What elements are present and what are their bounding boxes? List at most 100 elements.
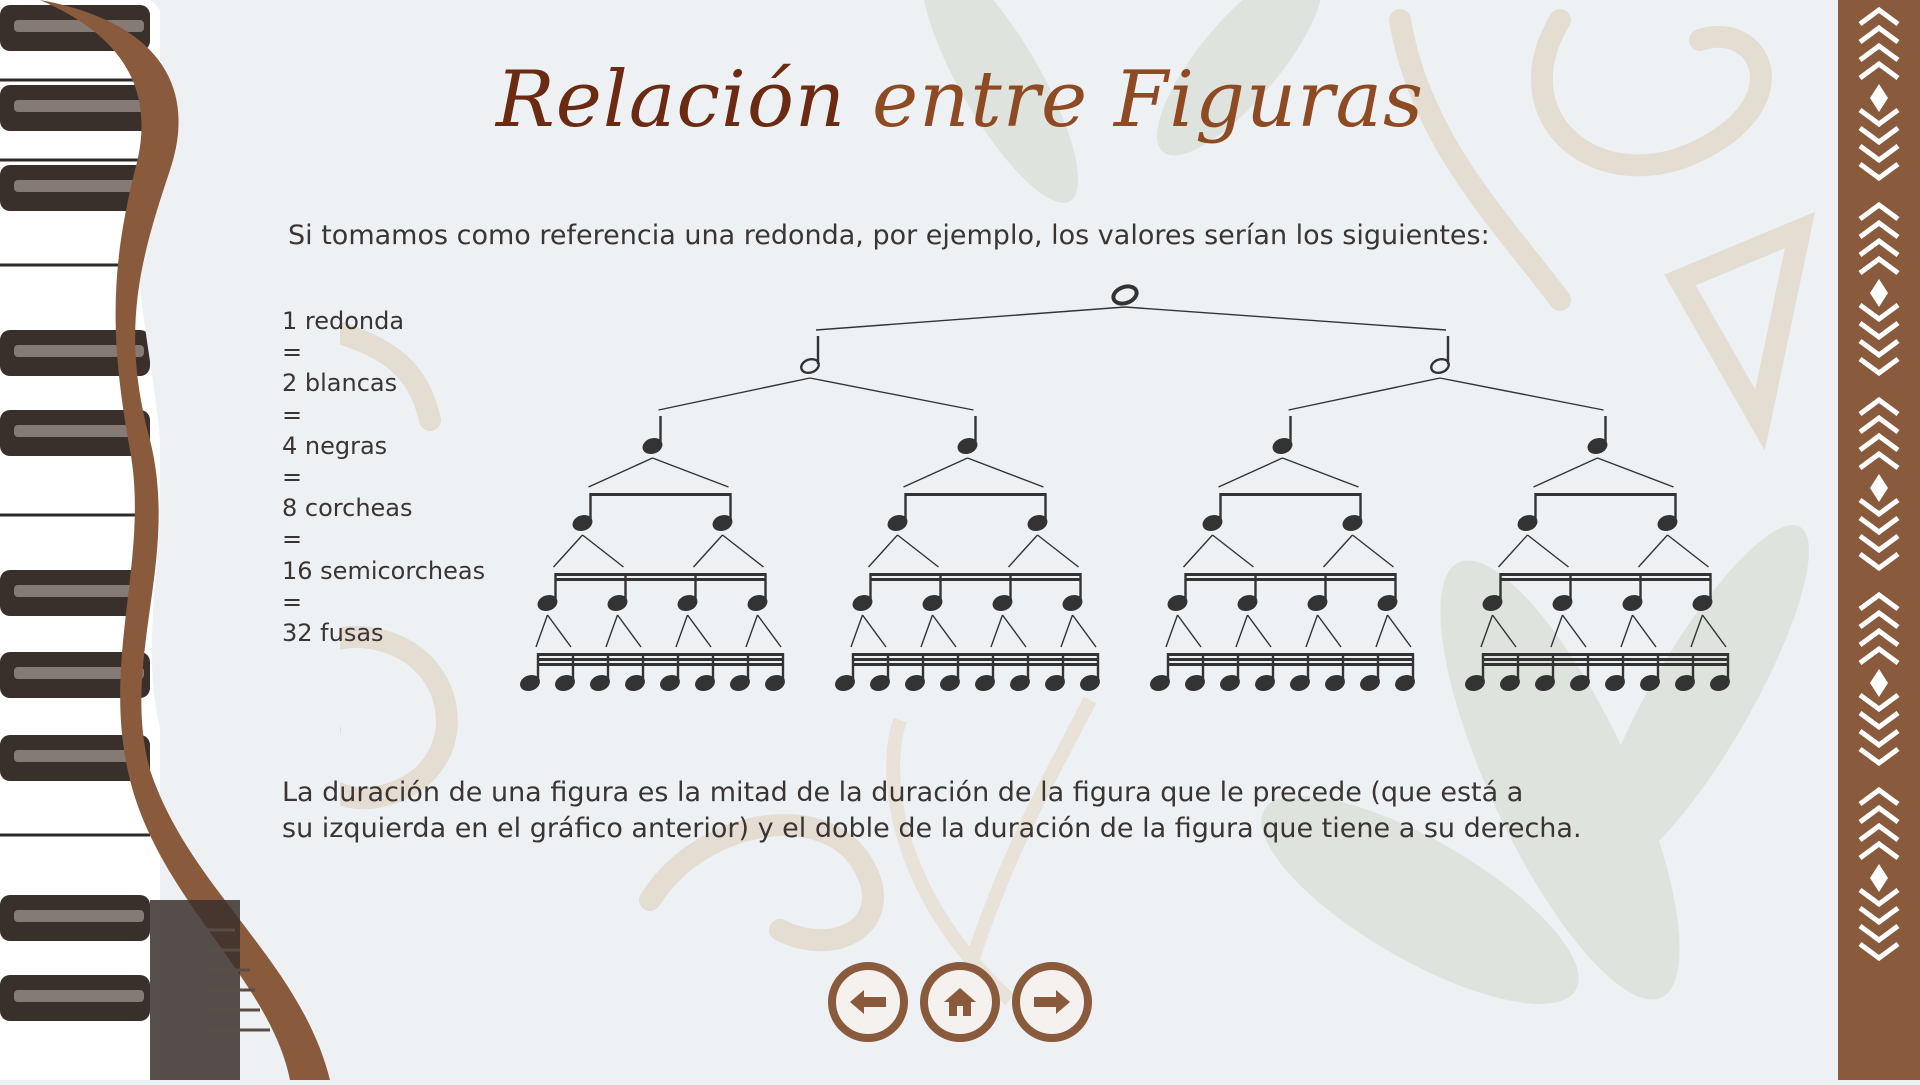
redonda-note-head [1111,284,1139,306]
diamond-ornament [1870,669,1888,697]
fusa-beam [538,658,783,661]
fusa-beam [853,663,1098,666]
tree-branch [552,534,584,568]
arrow-left-icon [850,990,886,1014]
tree-branch [616,614,642,648]
tree-branch [588,457,653,488]
tree-branch [1480,614,1494,648]
fusa-beam [1168,653,1413,656]
fusa-beam [853,658,1098,661]
equals-sign: = [282,400,303,429]
tree-branch [1165,614,1179,648]
tree-branch [1631,614,1657,648]
corchea-beam [1220,493,1361,496]
diamond-ornament [1870,279,1888,307]
zigzag-chevrons [1858,591,1900,767]
equals-sign: = [282,587,303,616]
tree-branch [1620,614,1634,648]
fusa-beam [538,663,783,666]
tree-branch [809,377,974,411]
tree-branch [658,377,811,411]
tree-branch [1527,534,1569,568]
title-part-1: Relación [496,55,847,145]
title-part-2: entre Figuras [871,55,1424,145]
tree-branch [1071,614,1097,648]
tree-branch [861,614,887,648]
tree-branch [1124,306,1447,331]
tree-branch [1386,614,1412,648]
explanation-line-1: La duración de una figura es la mitad de… [282,777,1524,808]
tree-branch [722,534,764,568]
tree-branch [546,614,572,648]
equivalence-item: 1 redonda [282,307,405,335]
zigzag-chevrons [1858,6,1900,182]
tree-branch [931,614,957,648]
tree-branch [1316,614,1342,648]
equals-sign: = [282,525,303,554]
tree-branch [903,457,968,488]
diamond-ornament [1870,474,1888,502]
tree-branch [1060,614,1074,648]
corchea-beam [1535,493,1676,496]
prev-button[interactable] [828,962,908,1042]
fusa-beam [538,653,783,656]
tree-branch [692,534,724,568]
semicorchea-beam [1185,578,1396,581]
tree-branch [605,614,619,648]
tree-branch [1235,614,1249,648]
zigzag-chevrons [1858,201,1900,377]
tree-branch [582,534,624,568]
page-title: Relación entre Figuras [0,55,1920,145]
equivalence-item: 2 blancas [282,369,398,398]
tree-branch [1288,377,1441,411]
tree-branch [920,614,934,648]
fusa-beam [1168,658,1413,661]
semicorchea-beam [555,578,766,581]
zigzag-pattern [1858,6,1900,962]
tree-branch [1176,614,1202,648]
semicorchea-beam [1185,573,1396,576]
explanation-line-2: su izquierda en el gráfico anterior) y e… [282,813,1582,844]
tree-branch [1690,614,1704,648]
fusa-beam [1483,653,1728,656]
equals-sign: = [282,338,303,367]
equivalence-item: 16 semicorcheas [282,556,486,585]
arrow-right-icon [1034,990,1070,1014]
equals-sign: = [282,463,303,492]
tree-branch [1218,457,1283,488]
tree-branch [535,614,549,648]
tree-branch [1597,457,1674,488]
tree-branch [1439,377,1604,411]
tree-branch [1701,614,1727,648]
tree-branch [1305,614,1319,648]
tree-branch [745,614,759,648]
fusa-beam [1483,658,1728,661]
corchea-beam [590,493,731,496]
diamond-ornament [1870,864,1888,892]
tree-branch [1322,534,1354,568]
tree-branch [1637,534,1669,568]
tree-branch [1246,614,1272,648]
tree-branch [1001,614,1027,648]
home-button[interactable] [920,962,1000,1042]
right-border-strip [1838,0,1920,1080]
fusa-beam [1483,663,1728,666]
tree-branch [756,614,782,648]
explanation-text: La duración de una figura es la mitad de… [282,775,1602,847]
tree-branch [1282,457,1359,488]
equivalence-list: 1 redonda=2 blancas=4 negras=8 corcheas=… [282,306,485,649]
tree-branch [1667,534,1709,568]
fusa-beam [1168,663,1413,666]
diamond-ornament [1870,84,1888,112]
tree-branch [652,457,729,488]
note-division-tree [520,284,1730,692]
tree-branch [850,614,864,648]
tree-branch [1550,614,1564,648]
tree-branch [815,306,1126,331]
zigzag-chevrons [1858,786,1900,962]
next-button[interactable] [1012,962,1092,1042]
tree-branch [1037,534,1079,568]
tree-branch [1497,534,1529,568]
tree-branch [967,457,1044,488]
semicorchea-beam [870,573,1081,576]
